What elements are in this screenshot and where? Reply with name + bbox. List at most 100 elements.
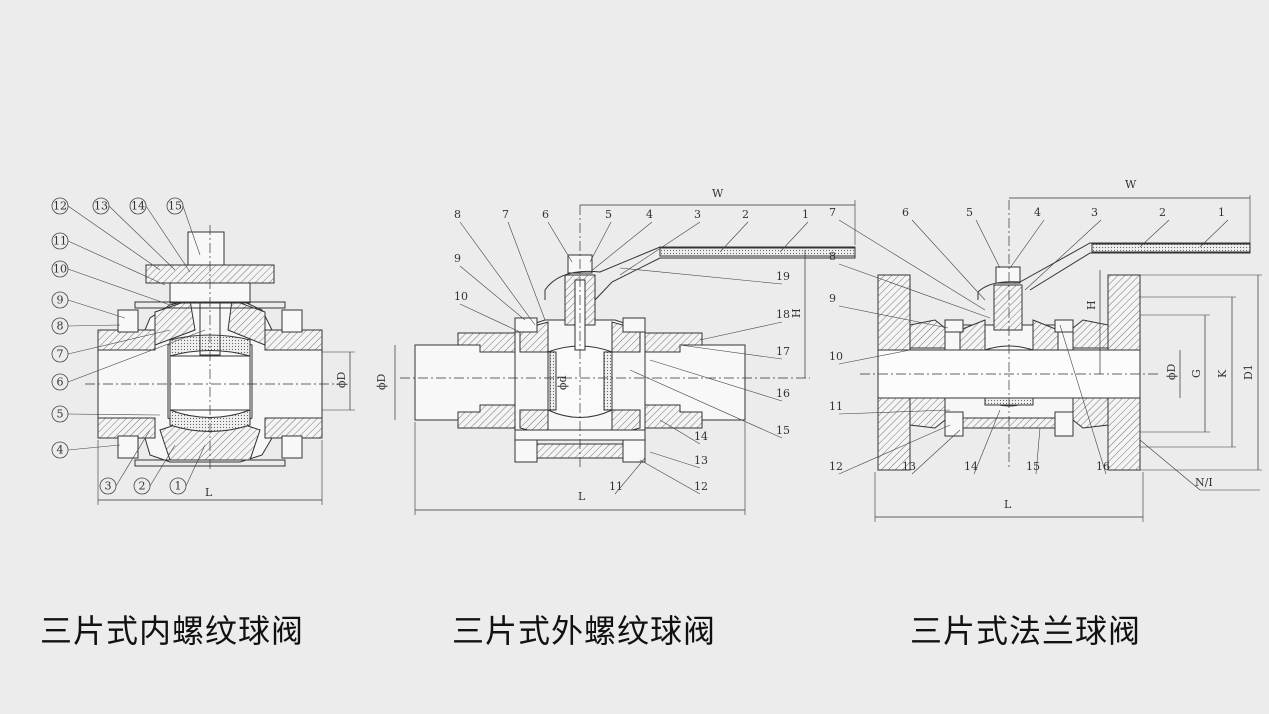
leader-line [145,205,191,273]
part-number: 1 [1218,206,1225,219]
leader-line [67,240,166,286]
part-number: 14 [131,200,145,213]
dim-D: ϕD [1165,364,1178,380]
male-thread-valve-drawing [394,200,856,515]
dim-L: L [578,490,586,503]
leader-line [838,305,949,329]
leader-line [779,221,809,253]
part-number: 14 [964,460,978,473]
leader-line [149,444,176,487]
dim-N: N/I [1195,476,1213,489]
part-number: 16 [1096,460,1110,473]
leader-line [838,263,991,319]
part-number: 2 [139,480,146,493]
leader-line [115,429,151,487]
leader-line [459,221,536,326]
dim-H: H [790,308,803,318]
part-number: 18 [776,308,790,321]
leader-line [589,221,653,273]
part-balloon [129,197,147,215]
leader-line [838,349,911,365]
part-number: 8 [829,250,836,263]
leader-line [67,268,171,306]
leader-line [67,299,126,319]
part-balloon [133,477,151,495]
part-number: 14 [694,430,708,443]
dim-D: ϕD [335,372,348,388]
part-number: 15 [776,424,790,437]
part-number: 3 [105,480,112,493]
leader-line [679,344,783,360]
leader-line [185,444,206,487]
part-number: 12 [53,200,67,213]
leader-line [649,451,701,469]
part-number: 4 [57,444,64,457]
part-balloon [51,441,69,459]
leader-line [649,359,783,402]
leader-line [911,429,961,475]
part-balloon [51,345,69,363]
leader-line [619,221,701,276]
part-number: 15 [1026,460,1040,473]
leader-line [975,219,1001,269]
dim-D1: D1 [1242,364,1255,380]
part-balloon [51,197,69,215]
female-thread-valve-caption: 三片式内螺纹球阀 [40,612,305,650]
dim-W: W [1125,178,1137,191]
part-number: 6 [542,208,549,221]
leader-line [639,459,701,495]
leader-line [108,205,176,271]
leader-line [459,303,521,333]
leader-line [1139,219,1170,248]
part-number: 12 [694,480,708,493]
leader-line [973,409,1001,475]
part-balloon [51,260,69,278]
dim-H: H [1085,300,1098,310]
part-number: 8 [454,208,461,221]
part-number: 5 [966,206,973,219]
part-number: 9 [454,252,461,265]
leader-line [459,265,526,321]
part-number: 16 [776,387,790,400]
part-balloon [51,291,69,309]
leader-line [699,321,783,341]
dim-K: K [1216,369,1229,378]
part-balloon [51,232,69,250]
leader-line [67,329,171,355]
part-number: 10 [454,290,468,303]
female-thread-valve-drawing [85,225,355,505]
dim-L: L [205,486,213,499]
leader-line [547,221,573,263]
part-number: 8 [57,320,64,333]
part-number: 3 [694,208,701,221]
leader-line [182,205,201,256]
part-number: 13 [694,454,708,467]
leader-line [67,205,161,271]
part-number: 17 [776,345,790,358]
part-number: 2 [1159,206,1166,219]
part-number: 11 [609,480,623,493]
part-number: 2 [742,208,749,221]
part-balloon [92,197,110,215]
part-number: 1 [802,208,809,221]
part-balloon [51,317,69,335]
part-number: 6 [902,206,909,219]
part-balloon [51,373,69,391]
leader-line [67,413,161,416]
leader-line [1009,219,1045,269]
part-balloon [166,197,184,215]
part-number: 7 [57,348,64,361]
leader-line [629,369,783,439]
part-number: 5 [57,408,64,421]
part-number: 6 [57,376,64,389]
dim-D: ϕD [375,374,388,390]
part-balloon [51,405,69,423]
part-number: 7 [829,206,836,219]
dim-L: L [1004,498,1012,511]
part-number: 4 [646,208,653,221]
leader-line [838,424,951,475]
part-number: 19 [776,270,790,283]
flanged-valve-drawing [860,195,1262,522]
part-number: 5 [605,208,612,221]
